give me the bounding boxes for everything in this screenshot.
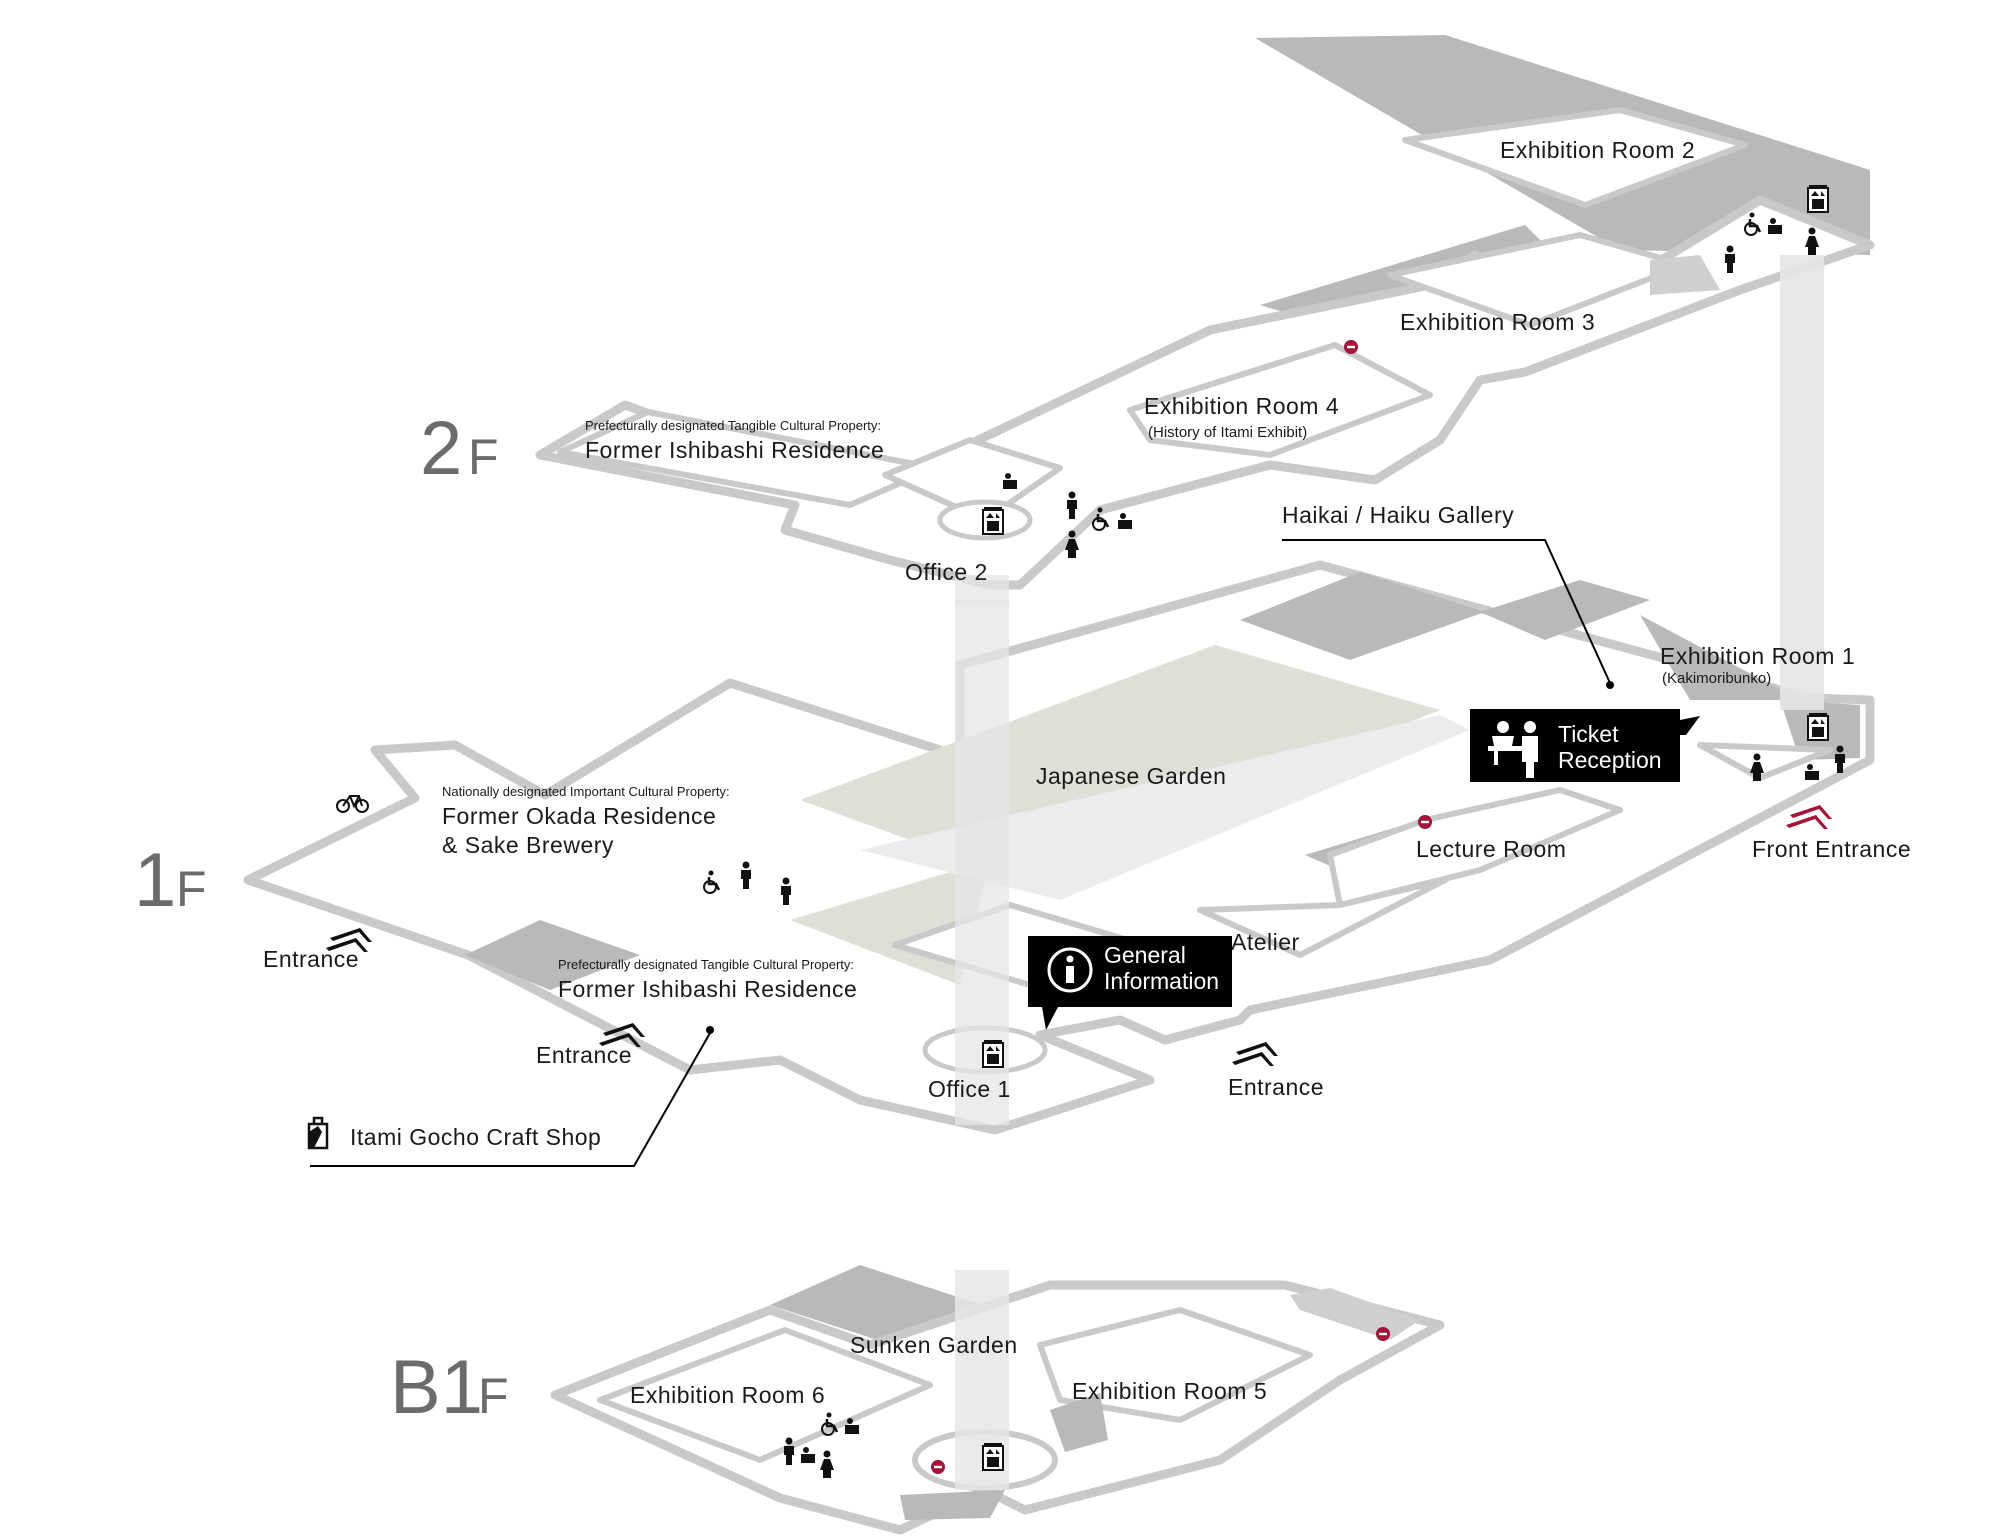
floor-label-2f: 2 F: [420, 406, 499, 491]
nursing-room-icon: [1118, 513, 1132, 529]
label-ishibashi-1f[interactable]: Former Ishibashi Residence: [558, 976, 857, 1002]
no-entry-icon: [1344, 340, 1358, 354]
general-information-callout[interactable]: General Information: [1028, 936, 1232, 1030]
ticket-line1: Ticket: [1558, 721, 1619, 747]
label-entrance-east[interactable]: Entrance: [1228, 1074, 1324, 1100]
label-okada-line2[interactable]: & Sake Brewery: [442, 832, 614, 858]
info-line1: General: [1104, 942, 1186, 968]
label-exhibition-room-5[interactable]: Exhibition Room 5: [1072, 1378, 1267, 1404]
elevator-icon[interactable]: [982, 506, 1004, 535]
label-exhibition-room-2[interactable]: Exhibition Room 2: [1500, 137, 1695, 163]
floor-b1: [550, 1265, 1445, 1535]
ticket-line2: Reception: [1558, 747, 1662, 773]
label-atelier[interactable]: Atelier: [1231, 929, 1300, 955]
svg-text:F: F: [478, 1368, 509, 1424]
svg-text:F: F: [468, 429, 499, 485]
ticket-reception-callout[interactable]: Ticket Reception: [1470, 709, 1700, 782]
label-front-entrance[interactable]: Front Entrance: [1752, 836, 1911, 862]
label-exhibition-room-6[interactable]: Exhibition Room 6: [630, 1382, 825, 1408]
craft-shop-leader-line: [310, 1032, 711, 1167]
shop-bag-icon: [307, 1116, 329, 1150]
label-ishibashi-1f-designation: Prefecturally designated Tangible Cultur…: [558, 957, 854, 972]
label-craft-shop[interactable]: Itami Gocho Craft Shop: [350, 1124, 601, 1150]
elevator-icon[interactable]: [982, 1039, 1004, 1068]
no-entry-icon: [1418, 815, 1432, 829]
info-line2: Information: [1104, 968, 1219, 994]
svg-text:1: 1: [134, 838, 176, 923]
floor-label-1f: 1 F: [134, 838, 207, 923]
entrance-arrow-icon: [1786, 805, 1832, 829]
svg-text:B1: B1: [390, 1345, 483, 1430]
label-okada-line1[interactable]: Former Okada Residence: [442, 803, 716, 829]
haikai-pin: [1606, 681, 1614, 689]
info-icon: [1047, 947, 1093, 993]
elevator-icon[interactable]: [1807, 712, 1829, 741]
label-exhibition-room-1[interactable]: Exhibition Room 1: [1660, 643, 1855, 669]
bicycle-parking-icon: [336, 795, 369, 813]
floor-2f: [535, 35, 1875, 710]
craft-shop[interactable]: Itami Gocho Craft Shop: [307, 1026, 714, 1167]
label-haikai-gallery[interactable]: Haikai / Haiku Gallery: [1282, 502, 1514, 528]
label-office-1[interactable]: Office 1: [928, 1076, 1011, 1102]
label-office-2[interactable]: Office 2: [905, 559, 988, 585]
label-ishibashi-2f[interactable]: Former Ishibashi Residence: [585, 437, 884, 463]
label-entrance-west[interactable]: Entrance: [263, 946, 359, 972]
label-japanese-garden[interactable]: Japanese Garden: [1036, 763, 1226, 789]
svg-text:2: 2: [420, 406, 462, 491]
no-entry-icon: [931, 1460, 945, 1474]
label-exhibition-room-4-sub: (History of Itami Exhibit): [1148, 424, 1307, 441]
label-exhibition-room-3[interactable]: Exhibition Room 3: [1400, 309, 1595, 335]
label-exhibition-room-1-sub: (Kakimoribunko): [1662, 670, 1771, 687]
label-sunken-garden[interactable]: Sunken Garden: [850, 1332, 1018, 1358]
elevator-icon[interactable]: [1807, 184, 1829, 213]
label-ishibashi-2f-designation: Prefecturally designated Tangible Cultur…: [585, 418, 881, 433]
elevator-icon[interactable]: [982, 1442, 1004, 1471]
reception-icon: [1488, 721, 1538, 778]
label-exhibition-room-4[interactable]: Exhibition Room 4: [1144, 393, 1339, 419]
floor-1f: [243, 560, 1875, 1135]
label-entrance-south[interactable]: Entrance: [536, 1042, 632, 1068]
label-okada-designation: Nationally designated Important Cultural…: [442, 784, 730, 799]
haikai-leader-line: [1282, 539, 1611, 684]
svg-text:F: F: [176, 861, 207, 917]
label-lecture-room[interactable]: Lecture Room: [1416, 836, 1566, 862]
entrance-arrow-icon: [1232, 1042, 1278, 1066]
no-entry-icon: [1376, 1327, 1390, 1341]
floor-label-b1f: B1 F: [390, 1345, 509, 1430]
craft-shop-pin: [706, 1026, 714, 1034]
